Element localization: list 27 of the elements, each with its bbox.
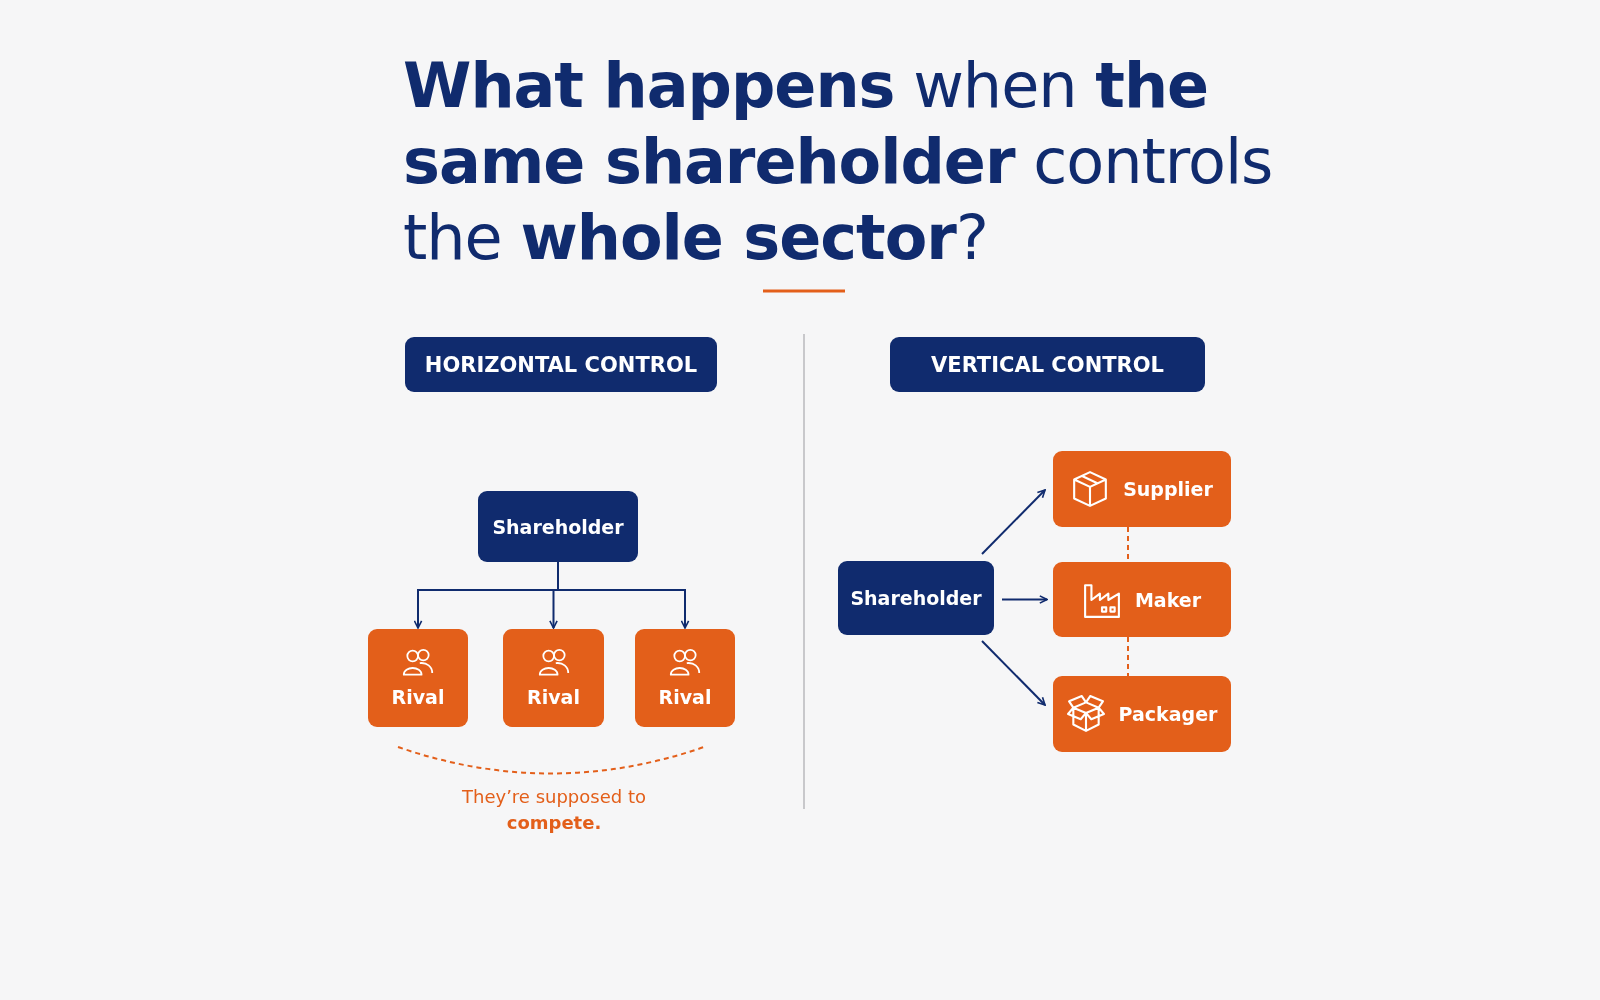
caption-note: They’re supposed to compete. <box>461 785 647 835</box>
shareholder-box <box>838 561 994 635</box>
node-label: Shareholder <box>492 515 624 538</box>
section-header <box>405 337 717 392</box>
node-label: Packager <box>1118 703 1218 725</box>
arrow <box>557 561 690 629</box>
section-header <box>890 337 1205 392</box>
dashed-connector <box>1127 636 1129 677</box>
arrow <box>981 489 1046 555</box>
node-label: Rival <box>391 686 445 708</box>
title: What happens when the same shareholder controls the whole sector? <box>403 48 1274 276</box>
shareholder-box <box>478 491 638 562</box>
packager-box <box>1053 676 1231 752</box>
rival-box <box>635 629 735 727</box>
supplier-box <box>1053 451 1231 527</box>
node-label: Rival <box>658 686 712 708</box>
arrow <box>1001 595 1048 604</box>
node-label: Maker <box>1134 588 1202 611</box>
node-label: Shareholder <box>850 587 982 609</box>
section-heading: HORIZONTAL CONTROL <box>424 352 698 377</box>
rival-box <box>368 629 468 727</box>
maker-box <box>1053 562 1231 637</box>
rival-box <box>503 629 604 727</box>
section-heading: VERTICAL CONTROL <box>931 352 1164 377</box>
node-label: Supplier <box>1123 478 1213 500</box>
arrow <box>981 640 1046 706</box>
node-label: Rival <box>527 686 580 708</box>
